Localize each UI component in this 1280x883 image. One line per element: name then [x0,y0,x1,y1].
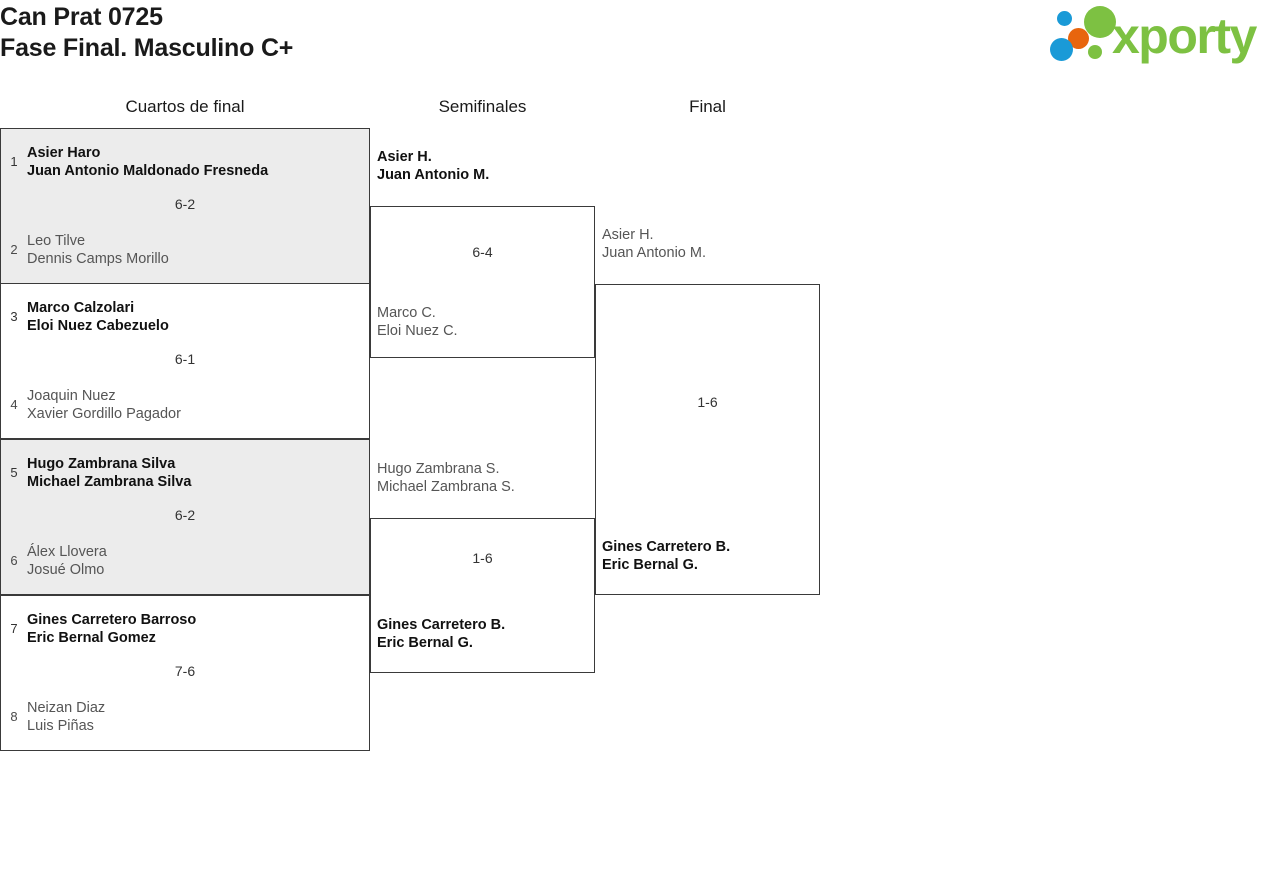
match-team-bottom[interactable]: Marco C. Eloi Nuez C. [377,304,593,340]
player-name: Asier H. [602,227,654,243]
logo-dots-icon [1048,4,1124,66]
match-team-bottom[interactable]: 2 Leo Tilve Dennis Camps Morillo [1,227,369,273]
team-names: Leo Tilve Dennis Camps Morillo [27,232,169,268]
seed-number: 5 [10,465,18,480]
round-heading-quarterfinals: Cuartos de final [125,97,245,116]
team-names: Marco Calzolari Eloi Nuez Cabezuelo [27,299,169,335]
match-team-top[interactable]: Asier H. Juan Antonio M. [377,148,593,184]
logo-dot-blue-small [1057,11,1072,26]
player-name: Juan Antonio M. [602,245,706,261]
player-name: Eloi Nuez Cabezuelo [27,318,169,334]
player-name: Michael Zambrana Silva [27,474,192,490]
player-name: Neizan Diaz [27,700,106,716]
round-heading-final: Final [689,97,726,116]
seed-number: 2 [10,242,18,257]
player-name: Josué Olmo [27,562,105,578]
round-heading-semifinals: Semifinales [438,97,527,116]
logo-dot-orange [1068,28,1089,49]
match-team-bottom[interactable]: 4 Joaquin Nuez Xavier Gordillo Pagador [1,382,369,428]
player-name: Eric Bernal G. [377,635,473,651]
player-name: Gines Carretero B. [602,539,731,555]
match-quarterfinal-2[interactable]: 3 Marco Calzolari Eloi Nuez Cabezuelo 6-… [0,283,370,439]
player-name: Álex Llovera [27,544,107,560]
logo-dot-blue-large [1050,38,1073,61]
seed-number: 1 [10,154,18,169]
team-names: Joaquin Nuez Xavier Gordillo Pagador [27,387,181,423]
match-team-top[interactable]: 5 Hugo Zambrana Silva Michael Zambrana S… [1,450,369,496]
match-quarterfinal-4[interactable]: 7 Gines Carretero Barroso Eric Bernal Go… [0,595,370,751]
team-names: Asier Haro Juan Antonio Maldonado Fresne… [27,144,268,180]
match-team-top[interactable]: 1 Asier Haro Juan Antonio Maldonado Fres… [1,139,369,185]
player-name: Eloi Nuez C. [377,323,458,339]
player-name: Asier H. [377,149,432,165]
player-name: Marco C. [377,305,436,321]
match-final[interactable]: 1-6 [595,284,820,595]
seed-number: 4 [10,397,18,412]
player-name: Xavier Gordillo Pagador [27,406,181,422]
match-team-bottom[interactable]: Gines Carretero B. Eric Bernal G. [602,538,818,574]
seed-number: 6 [10,553,18,568]
match-team-bottom[interactable]: 8 Neizan Diaz Luis Piñas [1,694,369,740]
match-score: 1-6 [472,550,493,566]
player-name: Michael Zambrana S. [377,479,515,495]
player-name: Gines Carretero Barroso [27,612,197,628]
xporty-logo[interactable]: xporty [1048,4,1276,68]
match-semifinal-2[interactable]: 1-6 [370,518,595,673]
seed-number: 3 [10,309,18,324]
match-semifinal-1[interactable]: 6-4 [370,206,595,358]
player-name: Dennis Camps Morillo [27,251,169,267]
match-score: 6-4 [472,244,493,260]
match-team-bottom[interactable]: Gines Carretero B. Eric Bernal G. [377,616,593,652]
logo-dot-green-small [1088,45,1102,59]
match-score: 7-6 [174,663,196,679]
match-quarterfinal-3[interactable]: 5 Hugo Zambrana Silva Michael Zambrana S… [0,439,370,595]
player-name: Luis Piñas [27,718,94,734]
match-team-top[interactable]: Hugo Zambrana S. Michael Zambrana S. [377,460,593,496]
match-score: 6-1 [174,351,196,367]
player-name: Juan Antonio M. [377,167,490,183]
team-names: Gines Carretero Barroso Eric Bernal Gome… [27,611,196,647]
match-team-top[interactable]: 7 Gines Carretero Barroso Eric Bernal Go… [1,606,369,652]
seed-number: 7 [10,621,18,636]
tournament-phase: Fase Final. Masculino C+ [0,34,294,62]
player-name: Eric Bernal G. [602,557,698,573]
player-name: Asier Haro [27,145,101,161]
player-name: Juan Antonio Maldonado Fresneda [27,163,269,179]
player-name: Gines Carretero B. [377,617,506,633]
player-name: Hugo Zambrana S. [377,461,500,477]
match-team-top[interactable]: 3 Marco Calzolari Eloi Nuez Cabezuelo [1,294,369,340]
match-score: 6-2 [174,196,196,212]
player-name: Leo Tilve [27,233,86,249]
match-score: 1-6 [697,394,718,410]
match-team-bottom[interactable]: 6 Álex Llovera Josué Olmo [1,538,369,584]
logo-wordmark: xporty [1112,8,1257,64]
player-name: Hugo Zambrana Silva [27,456,176,472]
player-name: Joaquin Nuez [27,388,116,404]
player-name: Marco Calzolari [27,300,135,316]
match-team-top[interactable]: Asier H. Juan Antonio M. [602,226,818,262]
tournament-name: Can Prat 0725 [0,3,163,31]
page-header: Can Prat 0725 Fase Final. Masculino C+ x… [0,0,1280,78]
page-title: Can Prat 0725 Fase Final. Masculino C+ [0,2,293,64]
player-name: Eric Bernal Gomez [27,630,156,646]
team-names: Neizan Diaz Luis Piñas [27,699,105,735]
match-score: 6-2 [174,507,196,523]
logo-dot-green-large [1084,6,1116,38]
team-names: Hugo Zambrana Silva Michael Zambrana Sil… [27,455,191,491]
seed-number: 8 [10,709,18,724]
team-names: Álex Llovera Josué Olmo [27,543,107,579]
match-quarterfinal-1[interactable]: 1 Asier Haro Juan Antonio Maldonado Fres… [0,128,370,284]
